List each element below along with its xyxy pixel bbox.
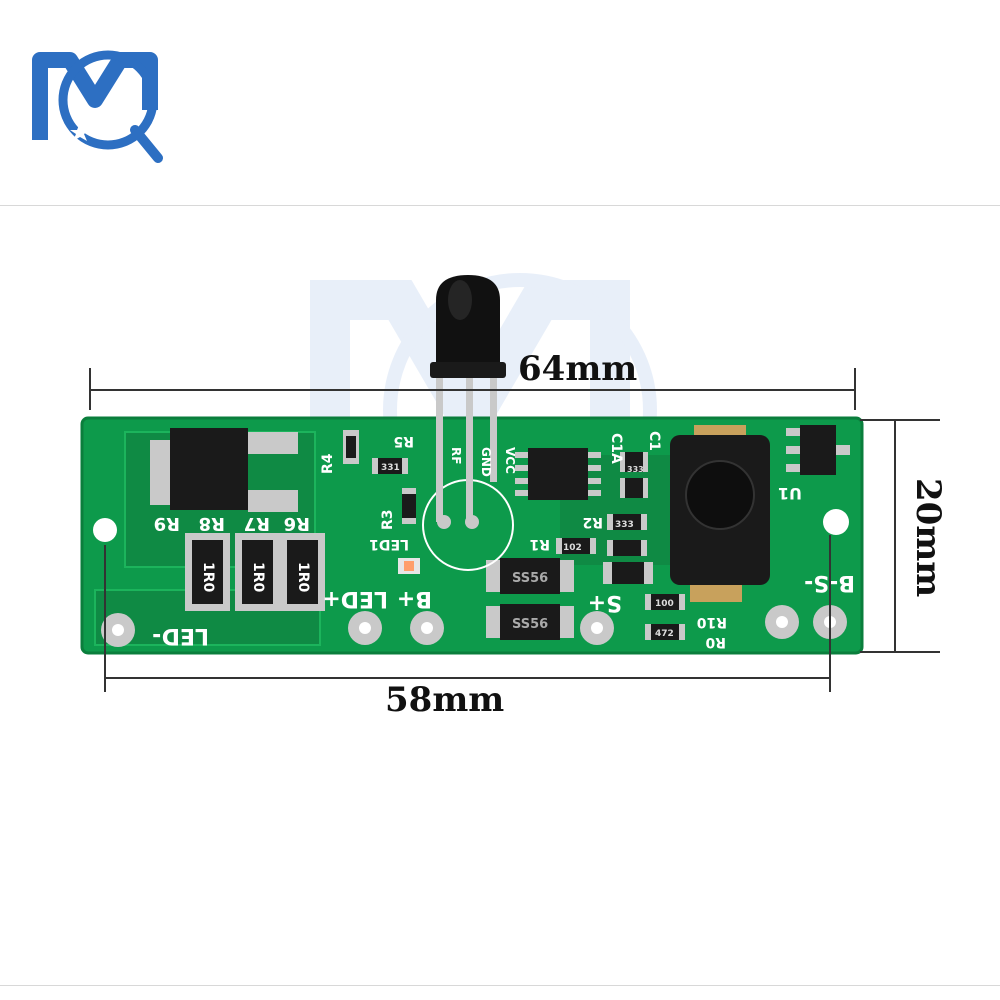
pcb-board: [80, 275, 864, 655]
dimension-width-label: 20mm: [908, 478, 948, 598]
label-r2: R2: [582, 514, 603, 530]
dimension-length-holes-line: [104, 535, 831, 692]
label-r8: R8: [199, 513, 225, 534]
power-resistor-mark-2: 1R0: [250, 562, 266, 593]
label-c1: C1: [646, 431, 662, 451]
label-r3: R3: [380, 509, 396, 530]
label-r9: R9: [154, 513, 180, 534]
label-pin-rf: RF: [449, 447, 463, 464]
frame-top-line: [0, 205, 1000, 206]
label-r10: R10: [696, 614, 727, 630]
chip-mark-100: 100: [655, 599, 674, 609]
frame-bottom-line: [0, 985, 1000, 986]
chip-mark-333-b: 333: [627, 465, 644, 474]
label-r5: R5: [393, 433, 414, 449]
label-c1a: C1A: [608, 433, 624, 464]
label-r6: R6: [284, 513, 310, 534]
dimension-length-holes-label: 58mm: [385, 680, 505, 720]
dimension-length-outer-line: [89, 368, 856, 410]
chip-mark-333-a: 333: [615, 520, 634, 530]
label-r0: R0: [705, 634, 726, 650]
chip-mark-472: 472: [655, 629, 674, 639]
pad-label-b-plus: B+: [397, 586, 432, 611]
power-resistor-mark-1: 1R0: [200, 562, 216, 593]
chip-mark-331: 331: [381, 463, 400, 473]
pad-label-led-plus: LED+: [322, 586, 388, 611]
dimension-length-outer-label: 64mm: [518, 349, 638, 389]
label-led1: LED1: [369, 536, 409, 552]
mq-logo-icon: [32, 50, 163, 163]
chip-mark-102: 102: [563, 543, 582, 553]
dimension-width-line: [860, 419, 940, 653]
diode-mark-1: SS56: [512, 571, 548, 586]
power-resistor-mark-3: 1R0: [295, 562, 311, 593]
label-pin-gnd: GND: [479, 447, 493, 477]
diode-mark-2: SS56: [512, 617, 548, 632]
pad-label-s-plus: S+: [588, 590, 622, 615]
label-r7: R7: [244, 513, 270, 534]
label-u1: U1: [778, 484, 802, 503]
label-r1: R1: [529, 536, 550, 552]
pad-label-led-minus: LED-: [152, 623, 209, 648]
label-pin-vcc: VCC: [503, 447, 517, 474]
label-r4: R4: [320, 453, 336, 474]
